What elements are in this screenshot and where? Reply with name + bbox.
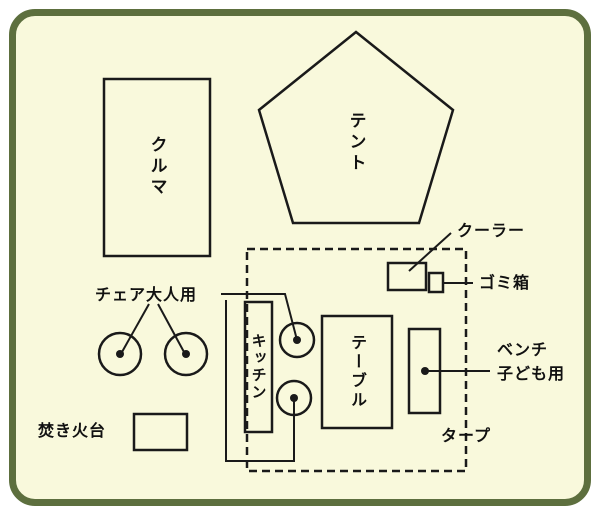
trash-can-rect [427, 271, 445, 294]
bench-label: ベンチ 子ども用 [497, 338, 565, 386]
tarp-dashed-rect [245, 247, 468, 473]
cooler-label: クーラー [457, 221, 526, 240]
kitchen-label: キッチン [249, 333, 268, 401]
chair-circle-left-2 [163, 331, 209, 377]
chair-leader-line-1 [121, 303, 150, 353]
chair-adult-label: チェア大人用 [95, 285, 198, 304]
bench-label-line2: 子ども用 [497, 364, 566, 383]
cooler-leader-line [408, 232, 452, 272]
cooler-rect [386, 261, 428, 292]
trash-can-label: ゴミ箱 [479, 273, 531, 292]
anchor-dot [116, 350, 124, 358]
diagram-frame [9, 9, 591, 506]
car-label: クルマ [146, 135, 167, 199]
kitchen-rect [243, 300, 274, 434]
chair-circle-left-1 [97, 331, 143, 377]
fire-pit-label: 焚き火台 [38, 421, 107, 440]
tarp-label: タープ [441, 426, 492, 445]
chair-leader-line-2 [157, 303, 185, 353]
table-label: テーブル [348, 334, 367, 410]
chair-leader-line-3 [221, 293, 298, 341]
anchor-dot [421, 367, 429, 375]
anchor-dot [182, 350, 190, 358]
bench-label-line1: ベンチ [497, 340, 549, 359]
tent-pentagon [257, 30, 455, 225]
anchor-dot [293, 336, 301, 344]
anchor-dot [290, 394, 298, 402]
fire-pit-rect [132, 412, 189, 452]
tent-label: テント [345, 111, 366, 175]
car-rect [102, 77, 212, 258]
chair-leader-line-4 [225, 300, 295, 462]
table-rect [320, 314, 394, 430]
chair-circle-tarp-top [278, 321, 316, 359]
